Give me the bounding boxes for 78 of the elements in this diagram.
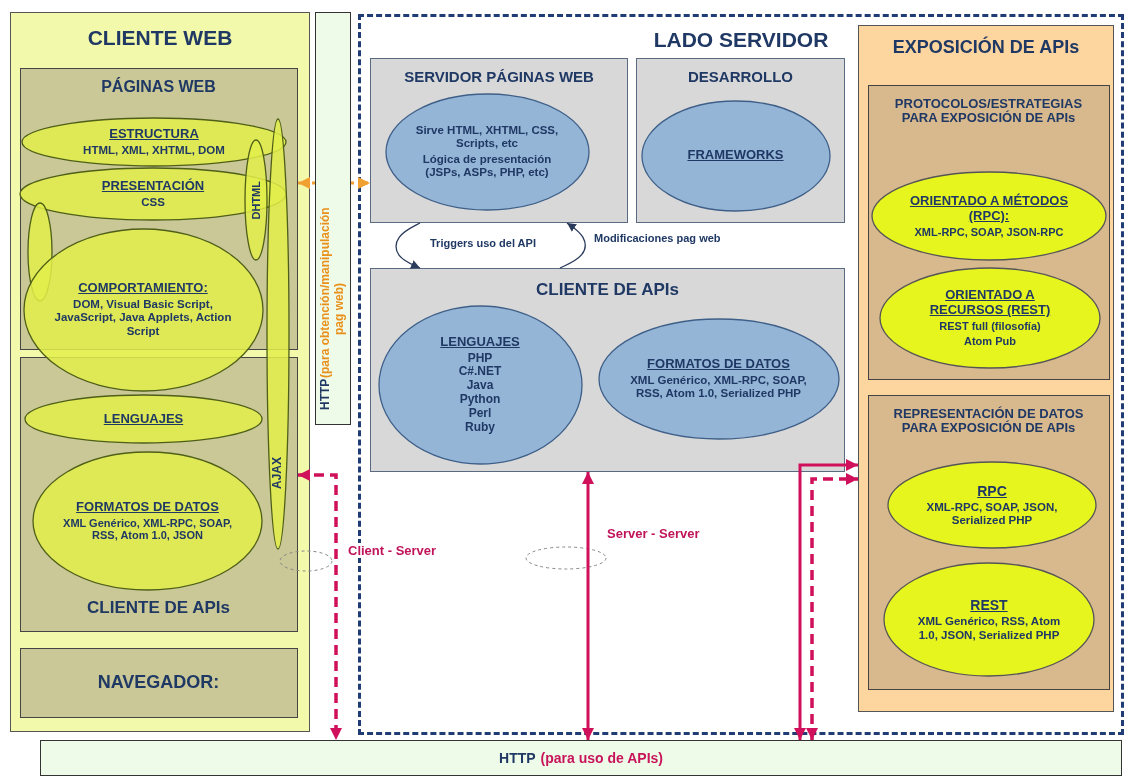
body-text: HTML, XML, XHTML, DOM <box>83 143 225 158</box>
topic-ellipse <box>265 117 290 550</box>
heading: SERVIDOR PÁGINAS WEB <box>404 68 594 86</box>
heading: CLIENTE DE APIs <box>87 597 230 618</box>
heading: ESTRUCTURA <box>109 126 199 142</box>
edge-label: Triggers uso del API <box>428 237 538 249</box>
heading: HTTP <box>318 378 333 410</box>
panel <box>867 84 1110 380</box>
body-text: XML Genérico, XML-RPC, SOAP, RSS, Atom 1.0, JSON <box>62 516 233 543</box>
heading: RPC <box>977 482 1007 499</box>
body-text: XML Genérico, RSS, Atom 1.0, JSON, Serialized PHP <box>916 615 1062 642</box>
body-text: CSS <box>141 195 165 210</box>
panel <box>867 394 1110 690</box>
heading: ORIENTADO A RECURSOS (REST) <box>928 288 1052 319</box>
panel <box>10 12 310 732</box>
body-text: (para obtención/manipulación pag web) <box>318 207 346 379</box>
topic-ellipse <box>879 267 1101 369</box>
arrow <box>395 222 421 269</box>
topic-ellipse <box>22 227 264 392</box>
body-text: DOM, Visual Basic Script, JavaScript, Java Applets, Action Script <box>53 298 233 338</box>
panel <box>19 647 298 718</box>
panel <box>636 58 845 223</box>
heading: DESARROLLO <box>688 68 793 86</box>
arrow <box>298 177 315 189</box>
heading: AJAX <box>269 457 284 490</box>
heading: LENGUAJES <box>440 334 520 350</box>
panel <box>370 58 628 223</box>
heading: EXPOSICIÓN DE APIs <box>892 37 1080 58</box>
protocol-band <box>40 740 1122 776</box>
double-arrow <box>806 473 858 740</box>
topic-ellipse <box>377 304 583 465</box>
panel <box>370 268 845 472</box>
arrow <box>559 222 586 269</box>
protocol-band <box>315 12 351 425</box>
body-text: REST full (filosofía) <box>939 320 1041 333</box>
heading: REST <box>970 597 1008 614</box>
body-text: XML-RPC, SOAP, JSON-RPC <box>914 225 1064 239</box>
heading: NAVEGADOR: <box>97 672 220 693</box>
topic-ellipse <box>887 461 1097 549</box>
double-arrow <box>794 459 858 740</box>
heading: FORMATOS DE DATOS <box>647 356 790 372</box>
heading: CLIENTE WEB <box>87 26 233 51</box>
heading: COMPORTAMIENTO: <box>78 281 208 297</box>
edge-label: Modificaciones pag web <box>592 232 723 244</box>
heading: CLIENTE DE APIs <box>536 280 679 300</box>
body-text: Sirve HTML, XHTML, CSS, Scripts, etc <box>414 124 560 151</box>
topic-ellipse <box>32 451 263 591</box>
heading: PRESENTACIÓN <box>101 178 205 194</box>
heading: FRAMEWORKS <box>687 148 784 163</box>
heading: LADO SERVIDOR <box>653 28 829 53</box>
body-text: XML Genérico, XML-RPC, SOAP, RSS, Atom 1.0, Serialized PHP <box>629 373 808 401</box>
body-text: XML-RPC, SOAP, JSON, Serialized PHP <box>925 500 1059 528</box>
double-arrow <box>298 469 342 740</box>
heading: LENGUAJES <box>103 411 184 427</box>
body-text: (para uso de APIs) <box>540 750 663 766</box>
body-text: Lógica de presentación (JSPs, ASPs, PHP, etc) <box>421 152 553 179</box>
topic-ellipse <box>640 99 831 212</box>
heading: PROTOCOLOS/ESTRATEGIAS PARA EXPOSICIÓN DE APIs <box>893 96 1084 127</box>
topic-ellipse <box>871 171 1107 261</box>
panel <box>858 25 1114 712</box>
heading: REPRESENTACIÓN DE DATOS PARA EXPOSICIÓN DE APIs <box>892 406 1085 437</box>
topic-ellipse <box>883 562 1095 677</box>
heading: PÁGINAS WEB <box>101 77 216 96</box>
body-text: Atom Pub <box>964 334 1016 348</box>
topic-ellipse <box>384 92 590 211</box>
double-arrow <box>582 472 594 740</box>
annotation-label: Client - Server <box>346 543 439 558</box>
body-text: PHP C#.NET Java Python Perl Ruby <box>458 351 502 435</box>
topic-ellipse <box>21 117 287 167</box>
topic-ellipse <box>24 394 263 444</box>
topic-ellipse <box>597 317 840 440</box>
heading: HTTP <box>499 750 536 766</box>
topic-ellipse <box>244 139 268 261</box>
heading: DHTML <box>249 180 262 220</box>
annotation-label: Server - Server <box>605 526 702 541</box>
arrow <box>351 177 370 189</box>
heading: FORMATOS DE DATOS <box>76 499 219 515</box>
heading: ORIENTADO A MÉTODOS (RPC): <box>908 193 1070 224</box>
